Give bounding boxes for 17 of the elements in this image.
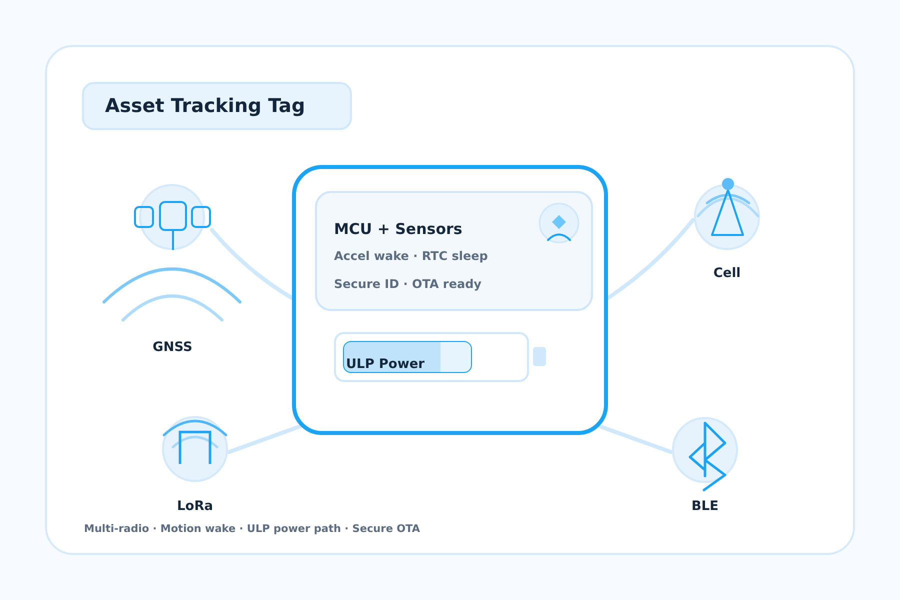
battery-label: ULP Power <box>346 357 425 373</box>
radio-label: LoRa <box>177 499 213 515</box>
card-text: Secure ID · OTA ready <box>334 277 482 292</box>
radio-label: BLE <box>691 499 719 515</box>
connector-line <box>210 228 294 300</box>
battery-gauge <box>334 332 529 382</box>
connector-line <box>597 424 673 454</box>
radio-label: Cell <box>713 266 741 282</box>
connector-line <box>227 424 303 454</box>
card-text: Accel wake · RTC sleep <box>334 249 488 264</box>
diagram-title: Asset Tracking Tag <box>82 82 352 130</box>
device-frame <box>292 165 608 435</box>
info-card <box>315 191 593 311</box>
caption: Multi-radio · Motion wake · ULP power path · Secure OTA <box>84 522 420 536</box>
card-title: MCU + Sensors <box>334 220 462 238</box>
radio-label: GNSS <box>152 340 192 356</box>
connector-line <box>606 218 695 300</box>
